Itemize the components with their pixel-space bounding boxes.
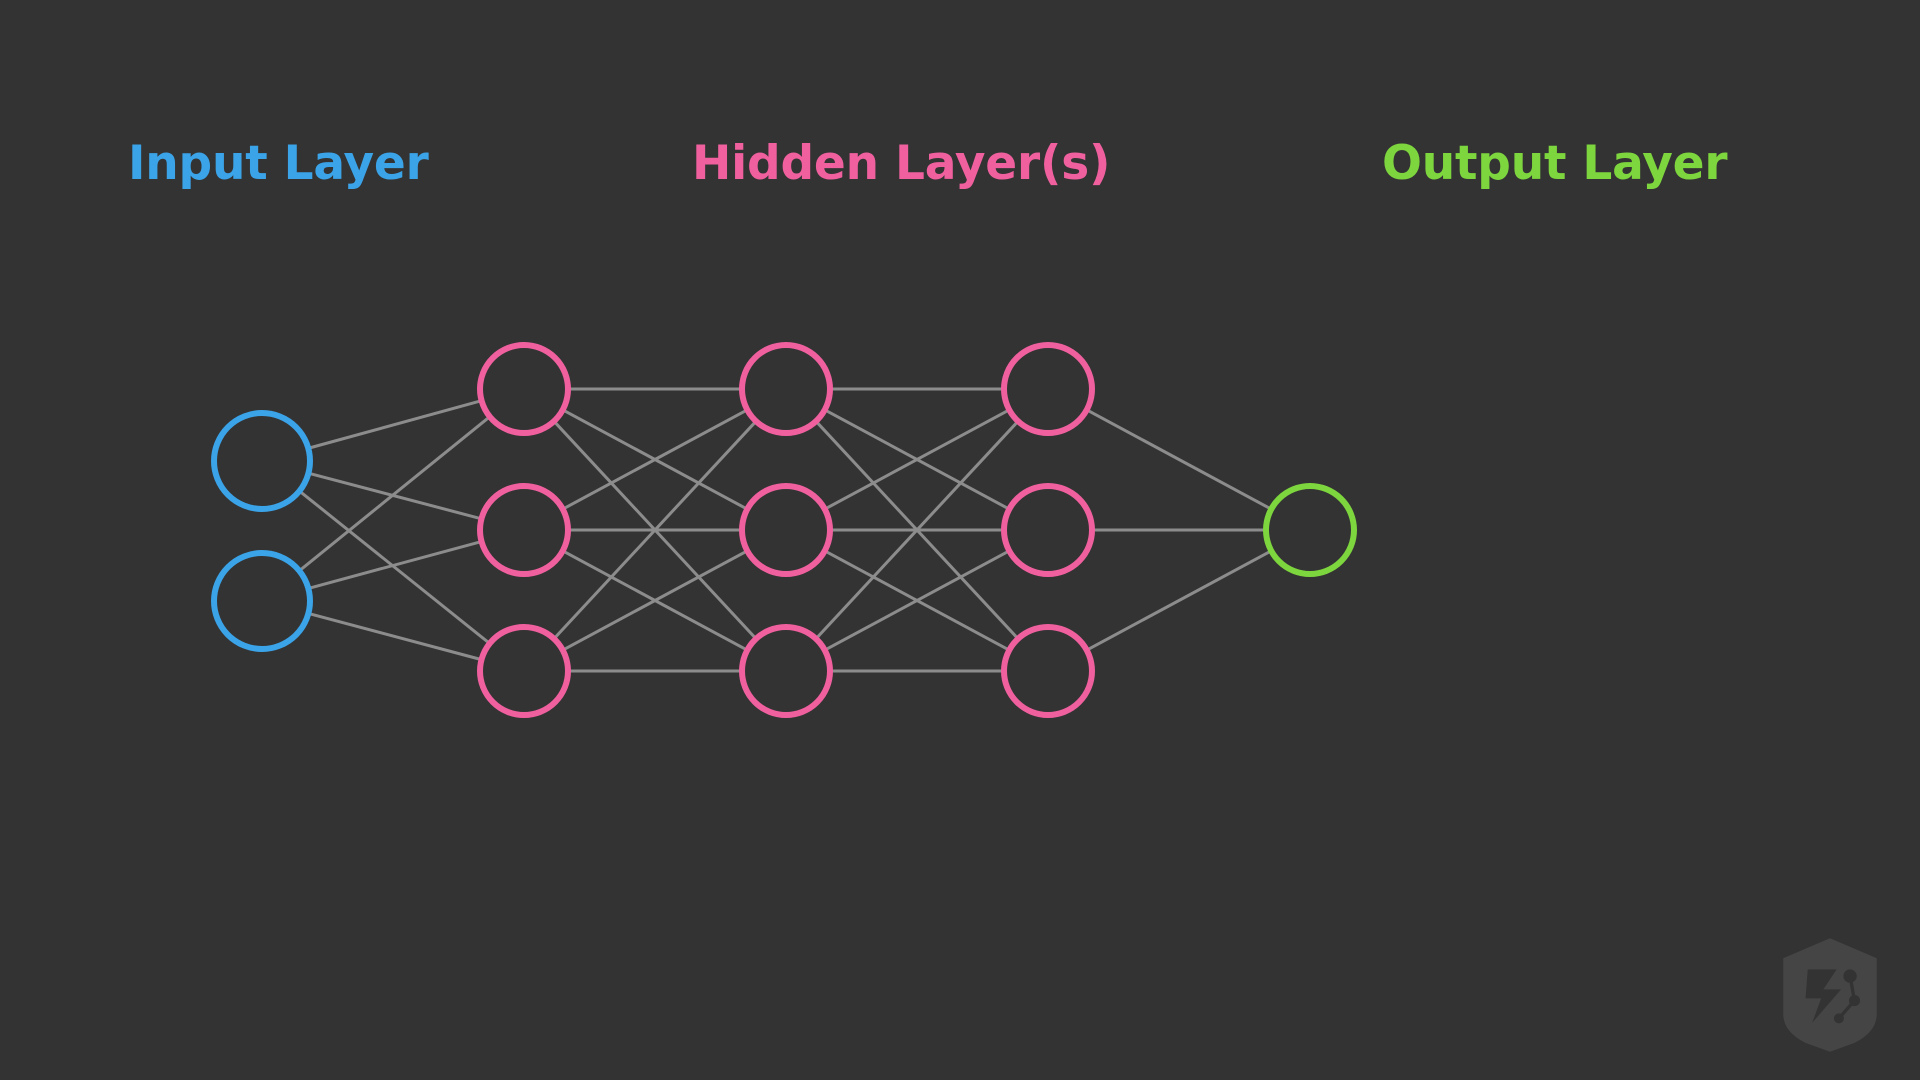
neuron-node-h2a — [739, 342, 833, 436]
neuron-node-h2c — [739, 624, 833, 718]
network-edge — [815, 421, 1019, 639]
network-edge — [299, 490, 490, 644]
network-edge — [825, 409, 1009, 510]
network-edge — [563, 409, 747, 510]
network-edge — [308, 612, 482, 661]
neuron-node-i1 — [211, 410, 313, 512]
network-edge — [308, 540, 482, 590]
neuron-node-h3b — [1001, 483, 1095, 577]
input-layer-label: Input Layer — [128, 136, 429, 191]
edges-group — [299, 387, 1271, 673]
neuron-node-h1a — [477, 342, 571, 436]
hidden-layer-label: Hidden Layer(s) — [692, 136, 1111, 191]
network-edge — [825, 550, 1009, 651]
neuron-node-h1c — [477, 624, 571, 718]
network-edge — [308, 472, 482, 520]
brain-logo-watermark-icon — [1783, 938, 1877, 1052]
network-edge — [308, 399, 482, 450]
neuron-node-h3c — [1001, 624, 1095, 718]
network-edge — [563, 550, 747, 651]
network-edge — [553, 421, 757, 639]
network-edge — [1087, 409, 1271, 510]
neuron-node-h2b — [739, 483, 833, 577]
neuron-node-o1 — [1263, 483, 1357, 577]
output-layer-label: Output Layer — [1382, 136, 1728, 191]
neuron-node-h3a — [1001, 342, 1095, 436]
nodes-group — [211, 342, 1357, 718]
network-edge — [1087, 550, 1271, 651]
neuron-node-i2 — [211, 550, 313, 652]
neuron-node-h1b — [477, 483, 571, 577]
network-edge — [299, 416, 490, 572]
